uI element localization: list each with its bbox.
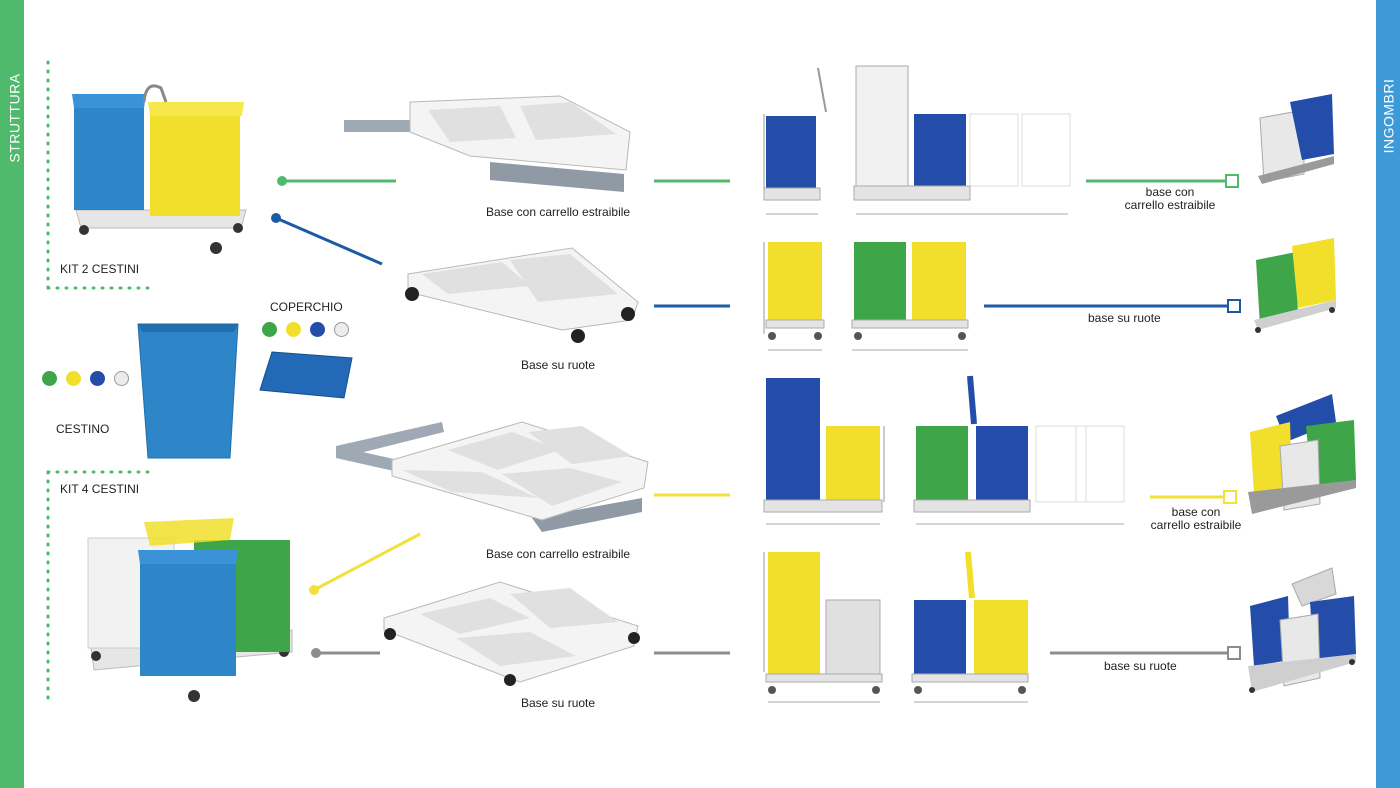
base-carrello-4-image — [336, 421, 649, 532]
right-row3-label: base con carrello estraibile — [1150, 505, 1242, 532]
center-row2-label: Base su ruote — [521, 358, 596, 372]
color-dot-green — [42, 371, 57, 386]
kit4-product-image — [87, 518, 293, 702]
color-dot-yellow — [66, 371, 81, 386]
color-dot-blue — [90, 371, 105, 386]
center-row1-label: Base con carrello estraibile — [486, 205, 631, 219]
thumb-row4 — [1248, 567, 1356, 693]
drawing-row4 — [763, 551, 1029, 703]
right-sidebar: INGOMBRI — [1376, 0, 1400, 788]
thumb-row3 — [1248, 394, 1356, 514]
kit2-product-image — [72, 84, 247, 254]
base-ruote-4-image — [383, 581, 640, 686]
thumb-row1 — [1258, 94, 1334, 184]
color-dot-white — [114, 371, 129, 386]
drawing-row1 — [763, 65, 1071, 215]
right-row1-label: base con carrello estraibile — [1124, 185, 1216, 212]
color-dot-yellow — [286, 322, 301, 337]
kit4-label: KIT 4 CESTINI — [60, 482, 140, 496]
thumb-row2 — [1254, 238, 1336, 333]
drawing-row2 — [763, 242, 969, 351]
color-dot-blue — [310, 322, 325, 337]
cestino-product-image — [137, 323, 239, 459]
base-carrello-2-image — [344, 95, 631, 192]
right-row4-label: base su ruote — [1104, 659, 1177, 673]
color-dot-green — [262, 322, 277, 337]
coperchio-product-image — [259, 351, 353, 399]
left-sidebar: STRUTTURA — [0, 0, 24, 788]
cestino-label: CESTINO — [56, 422, 110, 436]
base-ruote-2-image — [405, 247, 639, 343]
color-dot-white — [334, 322, 349, 337]
right-row2-label: base su ruote — [1088, 311, 1161, 325]
drawing-row3 — [763, 375, 1125, 525]
center-row4-label: Base su ruote — [521, 696, 596, 710]
coperchio-label: COPERCHIO — [270, 300, 343, 314]
kit2-label: KIT 2 CESTINI — [60, 262, 140, 276]
center-row3-label: Base con carrello estraibile — [486, 547, 631, 561]
